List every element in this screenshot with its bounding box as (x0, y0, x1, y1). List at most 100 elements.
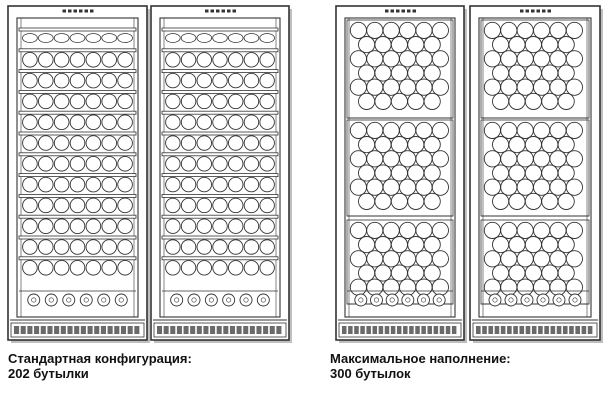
bottle (399, 278, 417, 296)
bottle (500, 250, 518, 268)
bottle (165, 72, 181, 89)
bottle (243, 72, 260, 89)
bottle (53, 52, 70, 68)
bottle (565, 121, 583, 139)
bottle (227, 33, 244, 43)
bottle (390, 192, 408, 210)
bottle-neck (405, 297, 411, 303)
bottle (22, 114, 38, 130)
bottle (382, 50, 400, 68)
bottle (196, 260, 212, 276)
vent-slot (176, 326, 182, 334)
bottle (399, 50, 417, 68)
bottle (565, 21, 583, 39)
vent-slot (507, 326, 512, 334)
bottle-neck (101, 297, 107, 303)
bottle (417, 293, 430, 307)
bottle (204, 293, 218, 307)
vent-slot (269, 326, 275, 334)
bottle (500, 150, 518, 168)
bottle (508, 192, 526, 210)
bottle (228, 135, 244, 151)
bottle (358, 92, 376, 110)
bottle (358, 164, 376, 182)
bottle (407, 192, 425, 210)
bottle (358, 192, 376, 210)
bottle (259, 135, 275, 151)
bottle (165, 156, 181, 172)
bottle (212, 218, 228, 234)
bottle (549, 21, 567, 39)
vent-slot (556, 326, 562, 334)
bottle (541, 164, 559, 182)
bottle (85, 93, 102, 110)
bottle (69, 176, 86, 193)
bottle (38, 260, 54, 276)
vent-slot (445, 326, 451, 334)
vent-slot (20, 326, 26, 334)
bottle (53, 93, 70, 110)
vent-slot (538, 326, 543, 334)
control-button (385, 9, 389, 13)
bottle (196, 52, 212, 68)
vent-slot (74, 326, 80, 334)
bottle (349, 50, 367, 68)
bottle (415, 21, 433, 39)
bottle (243, 218, 260, 234)
vent-slot (94, 326, 100, 334)
bottle (117, 176, 133, 193)
bottle (354, 293, 368, 307)
shelf (18, 173, 137, 178)
bottle (53, 260, 70, 276)
bottle (516, 78, 534, 96)
bottle (401, 293, 415, 307)
bottle (533, 278, 551, 296)
bottle (85, 114, 102, 130)
bottle (549, 221, 567, 239)
bottle (243, 114, 260, 130)
bottle (358, 36, 376, 54)
bottle (101, 33, 118, 43)
bottle (508, 164, 526, 182)
bottle (259, 260, 275, 276)
bottle (500, 221, 518, 239)
bottle (117, 156, 133, 172)
vent-slot (249, 326, 255, 334)
bottle (349, 121, 367, 139)
bottle (483, 21, 501, 39)
bottle (407, 64, 425, 82)
bottle (557, 64, 575, 82)
bottle (541, 136, 559, 154)
vent-slot (87, 326, 93, 334)
bottle (165, 114, 181, 130)
bottle (22, 33, 38, 43)
bottle (180, 114, 197, 130)
bottle (431, 50, 449, 68)
bottle (85, 176, 102, 193)
bottle (196, 135, 212, 151)
bottle (69, 239, 86, 255)
bottle (374, 136, 392, 154)
shelf (161, 90, 279, 94)
bottle (38, 156, 54, 172)
bottle (22, 197, 38, 214)
vent-slot (229, 326, 235, 334)
bottle (53, 239, 70, 255)
bottle-neck (420, 297, 426, 303)
control-button (520, 9, 524, 13)
bottle (500, 78, 518, 96)
bottle (212, 52, 228, 68)
bottle (549, 50, 567, 68)
glass-door (159, 17, 281, 318)
bottle (500, 21, 518, 39)
bottle (565, 78, 583, 96)
bottle (165, 260, 181, 276)
vent-grille (153, 322, 287, 338)
bottle (415, 78, 433, 96)
bottle (38, 239, 54, 255)
bottle (407, 264, 425, 282)
bottle (370, 293, 383, 307)
bottle (524, 36, 542, 54)
vent-slot (569, 326, 574, 334)
bottle (366, 21, 384, 39)
